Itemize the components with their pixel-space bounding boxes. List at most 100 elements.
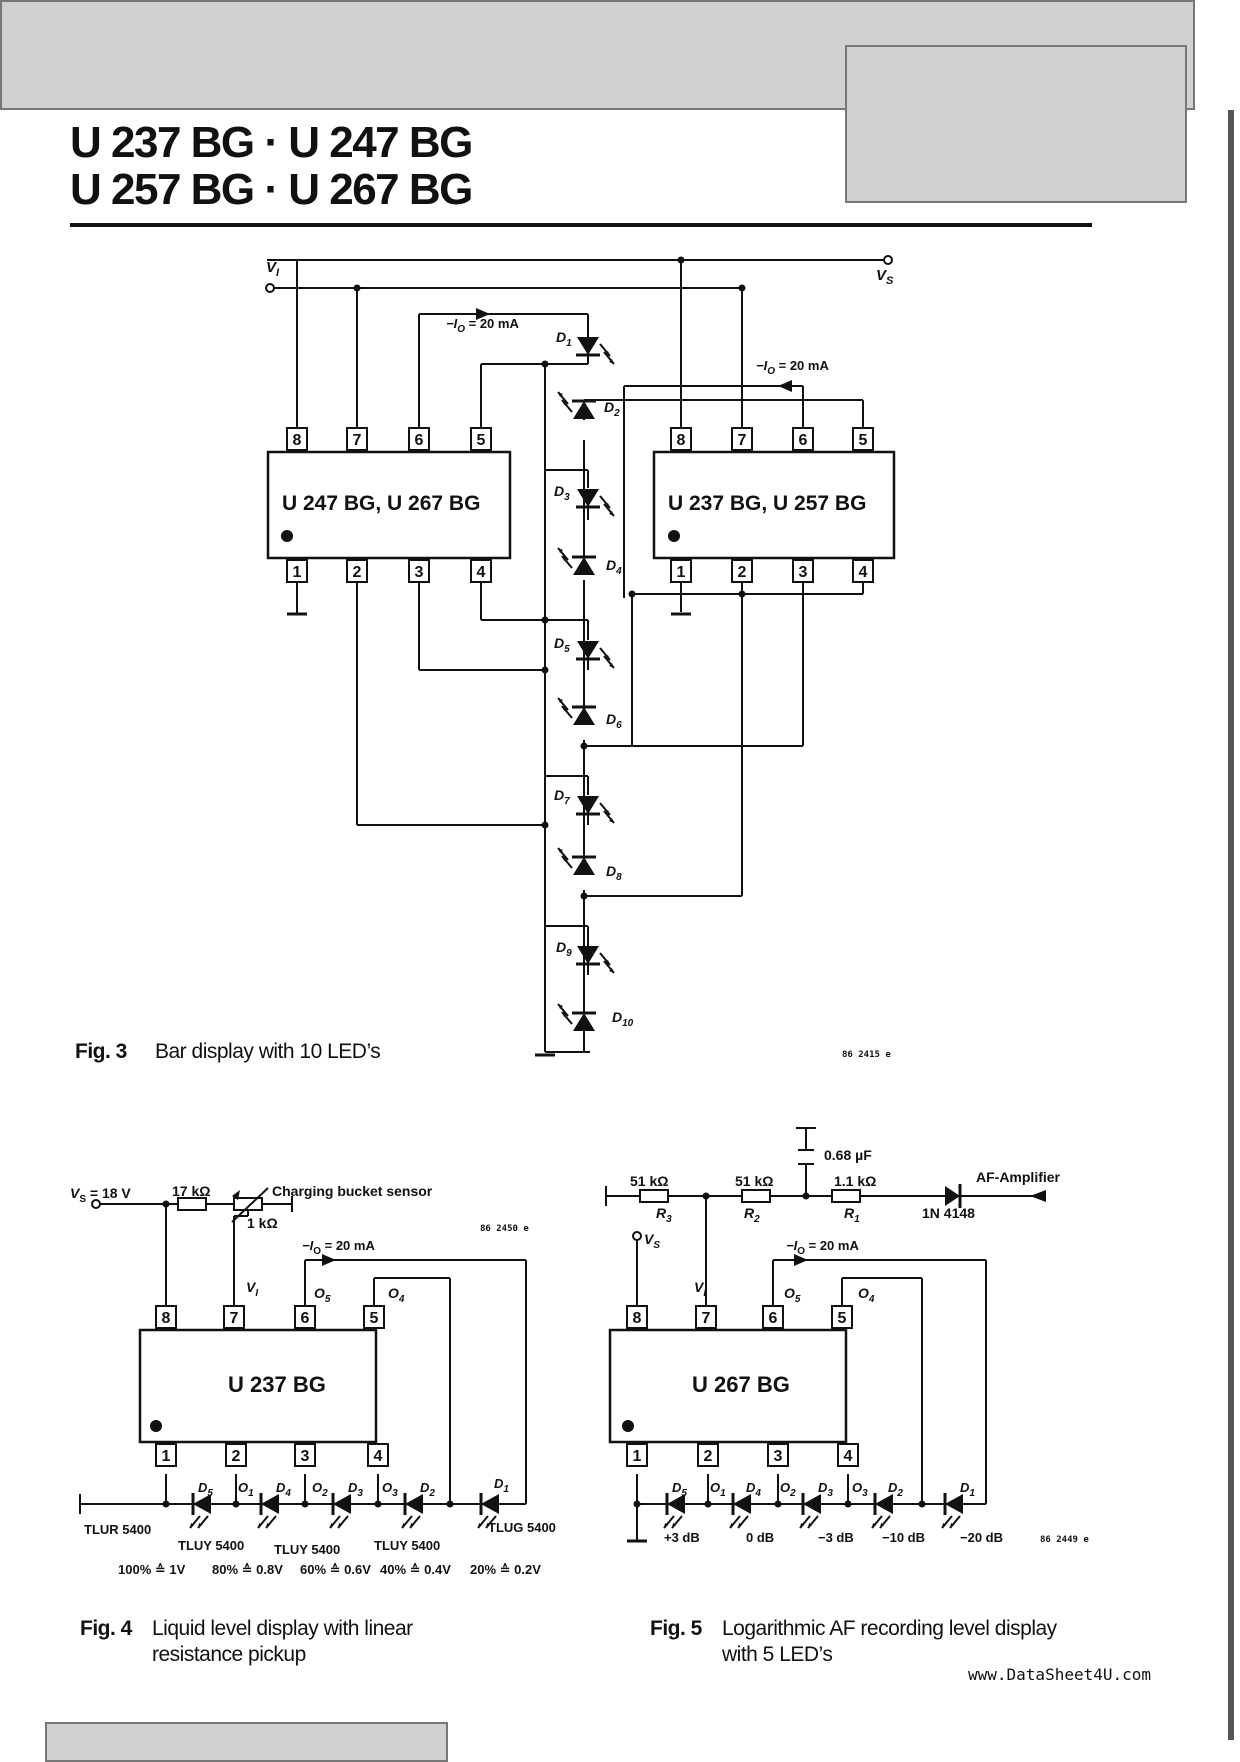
fig5-r3-sub: 3: [666, 1214, 672, 1225]
fig3-d8: D: [606, 863, 616, 879]
fig3-left-pin-5: 5: [477, 432, 486, 449]
svg-text:VI: VI: [246, 1279, 258, 1299]
fig3-left-pin-2: 2: [353, 564, 362, 581]
fig5-level-3: −3 dB: [818, 1530, 854, 1545]
svg-text:D1: D1: [960, 1480, 975, 1499]
svg-text:−IO = 20 mA: −IO = 20 mA: [786, 1238, 859, 1257]
svg-text:D4: D4: [746, 1480, 761, 1499]
fig4-o5-sub: 5: [325, 1294, 331, 1305]
svg-text:VI: VI: [694, 1279, 706, 1299]
svg-text:VS = 18 V: VS = 18 V: [70, 1185, 131, 1205]
fig4-led-type-1: TLUR 5400: [84, 1522, 151, 1537]
fig4-led-type-2: TLUY 5400: [178, 1538, 244, 1553]
fig4-level-5: 20% ≙ 0.2V: [470, 1562, 541, 1577]
svg-text:D2: D2: [420, 1480, 435, 1499]
header-box: [845, 45, 1187, 203]
fig5-chain-o1-sub: 1: [720, 1488, 726, 1499]
fig3-left-pin-3: 3: [415, 564, 424, 581]
fig5-ic: [608, 1328, 848, 1444]
fig3-code: 86 2415 e: [842, 1050, 891, 1060]
fig5-ic-label: U 267 BG: [692, 1372, 790, 1397]
fig5-level-4: −10 dB: [882, 1530, 925, 1545]
fig4-caption-line1: Liquid level display with linear: [152, 1617, 413, 1640]
fig4-pin-3: 3: [301, 1448, 310, 1465]
fig4-number: Fig. 4: [80, 1617, 132, 1640]
fig3-left-pin-4: 4: [477, 564, 486, 581]
ic-right: [652, 450, 896, 560]
svg-text:VS: VS: [644, 1231, 660, 1251]
fig5-current: −I: [786, 1238, 798, 1253]
fig4-chain-o1: O: [238, 1480, 248, 1495]
fig5-led-d4: [728, 1491, 753, 1530]
fig5-cap: 0.68 µF: [824, 1147, 872, 1163]
fig3-current-right-value: = 20 mA: [775, 358, 829, 373]
fig5-caption-line2: with 5 LED’s: [722, 1643, 833, 1666]
fig4-pin-6: 6: [301, 1310, 310, 1327]
fig3-led-d10: [556, 1002, 598, 1033]
fig4-vs-sub: S: [79, 1194, 86, 1205]
svg-text:O3: O3: [382, 1480, 398, 1499]
svg-text:D10: D10: [612, 1009, 634, 1029]
fig5-code: 86 2449 e: [1040, 1535, 1089, 1545]
svg-text:D2: D2: [888, 1480, 903, 1499]
fig5-af: AF-Amplifier: [976, 1169, 1061, 1185]
fig5-chain-o3-sub: 3: [862, 1488, 868, 1499]
svg-text:−IO = 20 mA: −IO = 20 mA: [446, 316, 519, 335]
svg-text:D5: D5: [554, 635, 570, 655]
fig5-pin-6: 6: [769, 1310, 778, 1327]
fig3-current-right: −I: [756, 358, 768, 373]
fig5-r3-label: R: [656, 1205, 667, 1221]
svg-text:D6: D6: [606, 711, 622, 731]
fig4-level-4: 40% ≙ 0.4V: [380, 1562, 451, 1577]
fig4-chain-o2-sub: 2: [321, 1488, 328, 1499]
fig3-left-pin-1: 1: [293, 564, 302, 581]
fig3-d7: D: [554, 787, 564, 803]
fig5-r2-label: R: [744, 1205, 755, 1221]
svg-text:R3: R3: [656, 1205, 672, 1225]
fig4-chain-o2: O: [312, 1480, 322, 1495]
fig4-chain-o3-sub: 3: [392, 1488, 398, 1499]
fig5-pin-3: 3: [774, 1448, 783, 1465]
fig3-right-pin-8: 8: [677, 432, 686, 449]
fig4-pin-4: 4: [374, 1448, 383, 1465]
fig4-vs-value: = 18 V: [86, 1185, 131, 1201]
svg-text:D1: D1: [494, 1476, 509, 1495]
fig4-current-sub: O: [313, 1246, 321, 1257]
fig4-chain-o1-sub: 1: [248, 1488, 254, 1499]
title-rule: [70, 223, 1092, 227]
fig3-right-pin-2: 2: [738, 564, 747, 581]
fig4-pin-8: 8: [162, 1310, 171, 1327]
fig5-led-d3: [798, 1491, 823, 1530]
fig3-d1-sub: 1: [566, 338, 572, 349]
page-edge: [1228, 110, 1234, 1740]
fig3-led-d3: [574, 487, 616, 518]
fig5-chain-d2: D: [888, 1480, 898, 1495]
fig3-d10-sub: 10: [622, 1018, 634, 1029]
fig3-left-pin-7: 7: [353, 432, 362, 449]
fig4-led-type-3: TLUY 5400: [274, 1542, 340, 1557]
fig5-r3: 51 kΩ: [630, 1173, 668, 1189]
fig3-d3-sub: 3: [564, 492, 570, 503]
fig5-chain-d1: D: [960, 1480, 970, 1495]
svg-text:D9: D9: [556, 939, 572, 959]
fig4-chain-d1: D: [494, 1476, 504, 1491]
svg-text:VS: VS: [876, 267, 894, 287]
fig5-chain-d4: D: [746, 1480, 756, 1495]
fig3-number: Fig. 3: [75, 1040, 127, 1063]
svg-text:−IO = 20 mA: −IO = 20 mA: [302, 1238, 375, 1257]
fig5-chain-d5: D: [672, 1480, 682, 1495]
fig4-caption-line2: resistance pickup: [152, 1643, 306, 1666]
fig4-caption-block: Fig. 4 Liquid level display with linear r…: [80, 1616, 413, 1668]
fig5-led-d1: [940, 1491, 965, 1530]
fig3-caption: Bar display with 10 LED’s: [155, 1040, 381, 1063]
fig5-chain-d1-sub: 1: [969, 1488, 975, 1499]
fig3-led-d6: [556, 696, 598, 727]
fig3-right-pin-5: 5: [859, 432, 868, 449]
fig3-right-pin-7: 7: [738, 432, 747, 449]
fig4-vs: V: [70, 1185, 81, 1201]
fig5-current-value: = 20 mA: [805, 1238, 859, 1253]
fig3-vs-sub: S: [886, 275, 894, 287]
fig5-chain-o2-sub: 2: [789, 1488, 796, 1499]
fig4-pot: 1 kΩ: [247, 1215, 278, 1231]
